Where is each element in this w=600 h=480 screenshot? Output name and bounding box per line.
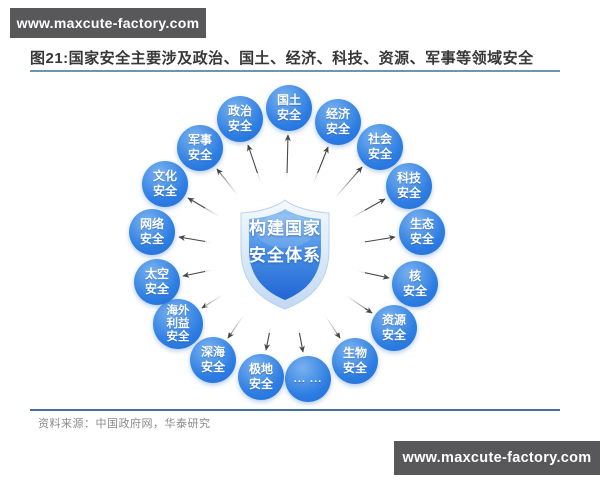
shield-center-label: 构建国家 安全体系 bbox=[249, 219, 321, 265]
node-ecological-security: 生态 安全 bbox=[399, 209, 445, 255]
node-label: 海外 利益 安全 bbox=[166, 304, 190, 343]
node-polar-security: 极地 安全 bbox=[238, 354, 284, 400]
source-divider bbox=[30, 409, 560, 411]
node-cyber-security: 网络 安全 bbox=[129, 209, 175, 255]
node-space-security: 太空 安全 bbox=[134, 259, 180, 305]
node-biological-security: 生物 安全 bbox=[332, 338, 378, 384]
node-label: 经济 安全 bbox=[325, 107, 350, 136]
node-ellipsis-more: ... ... bbox=[285, 356, 331, 402]
watermark-top-left: www.maxcute-factory.com bbox=[10, 8, 206, 38]
watermark-bottom-right: www.maxcute-factory.com bbox=[394, 441, 600, 475]
node-label: 极地 安全 bbox=[248, 362, 273, 391]
node-label: 网络 安全 bbox=[139, 217, 164, 246]
title-underline bbox=[30, 70, 560, 72]
node-label: 社会 安全 bbox=[367, 132, 392, 161]
node-label: 文化 安全 bbox=[152, 169, 177, 198]
node-deep-sea-security: 深海 安全 bbox=[190, 337, 236, 383]
node-label: 国土 安全 bbox=[276, 93, 301, 122]
node-label: 资源 安全 bbox=[381, 313, 406, 342]
node-label: 深海 安全 bbox=[200, 345, 225, 374]
node-label: 核 安全 bbox=[402, 269, 427, 298]
node-political-security: 政治 安全 bbox=[217, 96, 263, 142]
node-nuclear-security: 核 安全 bbox=[392, 261, 438, 307]
node-label: 科技 安全 bbox=[396, 171, 421, 200]
node-homeland-security: 国土 安全 bbox=[266, 85, 312, 131]
node-economic-security: 经济 安全 bbox=[315, 99, 361, 145]
node-resource-security: 资源 安全 bbox=[371, 305, 417, 351]
node-cultural-security: 文化 安全 bbox=[142, 161, 188, 207]
node-label: 生态 安全 bbox=[409, 217, 434, 246]
node-label: 军事 安全 bbox=[187, 133, 212, 162]
figure-title: 图21:国家安全主要涉及政治、国土、经济、科技、资源、军事等领域安全 bbox=[30, 50, 534, 67]
node-science-tech-security: 科技 安全 bbox=[386, 163, 432, 209]
node-label: 太空 安全 bbox=[144, 267, 169, 296]
node-military-security: 军事 安全 bbox=[177, 125, 223, 171]
shield-icon bbox=[240, 199, 330, 310]
node-social-security: 社会 安全 bbox=[357, 124, 403, 170]
node-label: 生物 安全 bbox=[342, 346, 367, 375]
node-label: 政治 安全 bbox=[227, 104, 252, 133]
node-overseas-interests-security: 海外 利益 安全 bbox=[153, 299, 203, 349]
source-note: 资料来源：中国政府网，华泰研究 bbox=[38, 418, 211, 430]
node-label: ... ... bbox=[293, 372, 323, 385]
